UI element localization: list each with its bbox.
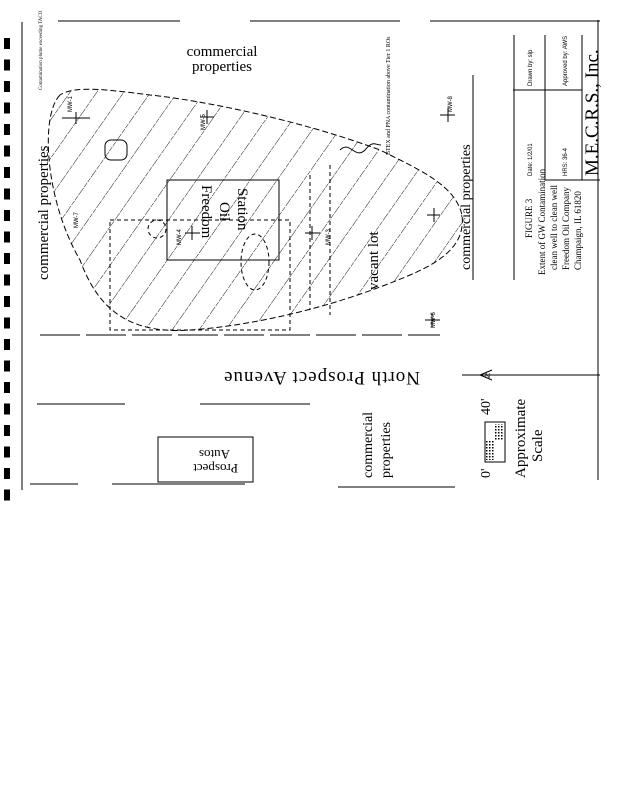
well-label: MW-6 xyxy=(431,311,437,328)
binding-hole xyxy=(4,468,10,479)
left-commercial-label: commercial properties xyxy=(36,145,52,280)
station-label: Station xyxy=(234,188,250,231)
binding-hole xyxy=(4,317,10,329)
figure-title-line: Extent of GW Contamination xyxy=(537,168,547,275)
binding-hole xyxy=(4,231,10,243)
vacant-lot-label: vacant lot xyxy=(366,230,382,290)
scale-forty-label: 40' xyxy=(479,398,494,415)
binding-hole xyxy=(4,382,10,393)
top-commercial-label: properties xyxy=(192,59,252,75)
approximate-scale: 0' 40' Approximate Scale xyxy=(479,398,546,478)
well-marker-icon xyxy=(427,208,440,222)
approved-by-field: Approved by: AWS xyxy=(563,36,569,86)
right-commercial-label: commercial properties xyxy=(459,144,474,270)
binding-hole xyxy=(4,360,10,372)
well-marker-icon xyxy=(185,226,200,240)
figure-title-line: clean well to clean well xyxy=(549,185,559,270)
figure-number: FIGURE 3 xyxy=(524,198,534,238)
binding-hole xyxy=(4,188,10,200)
binding-holes xyxy=(4,38,10,501)
tank-area xyxy=(240,233,270,291)
well-label: MW-5 xyxy=(201,113,207,130)
binding-hole xyxy=(4,489,10,501)
well-label: MW-7 xyxy=(74,211,80,228)
title-block: commercial properties FIGURE 3 Extent of… xyxy=(459,35,603,280)
binding-hole xyxy=(4,296,10,307)
station-label: Oil xyxy=(216,202,232,221)
binding-hole xyxy=(4,38,10,49)
bottom-commercial-label: properties xyxy=(379,422,394,478)
callout-leader xyxy=(339,143,382,154)
autos-label: Autos xyxy=(199,447,230,462)
well-marker-icon xyxy=(425,313,440,327)
well-marker-icon xyxy=(305,226,320,240)
binding-hole xyxy=(4,274,10,286)
scale-zero-label: 0' xyxy=(479,468,494,478)
drawn-by-field: Drawn by: slp xyxy=(528,49,534,86)
date-field: Date: 1/2/01 xyxy=(528,143,534,176)
well-label: MW-3 xyxy=(326,228,332,245)
autos-label: Prospect xyxy=(193,461,238,476)
reference-field: HRS: 36-4 xyxy=(563,147,569,176)
bottom-commercial-label: commercial xyxy=(361,412,376,478)
station-label: Freedom xyxy=(198,185,214,239)
page-frame xyxy=(21,20,600,490)
binding-hole xyxy=(4,253,10,264)
well-marker-icon xyxy=(200,110,214,124)
well-label: MW-4 xyxy=(177,228,183,245)
street-label: North Prospect Avenue xyxy=(223,367,420,388)
binding-hole xyxy=(4,403,10,415)
well-label: MW-1 xyxy=(68,95,74,112)
well-label: MW-8 xyxy=(448,95,454,112)
prospect-autos-building xyxy=(157,436,254,483)
company-name: M.E.C.R.S., Inc. xyxy=(582,49,603,176)
binding-hole xyxy=(4,446,10,458)
callout-note: BTEX and PNA contamination above Tier 1 … xyxy=(386,36,392,155)
scale-label: Scale xyxy=(530,429,546,462)
binding-hole xyxy=(4,145,10,157)
north-arrow-label: N xyxy=(485,373,490,380)
binding-hole xyxy=(4,124,10,135)
binding-hole xyxy=(4,59,10,71)
binding-hole xyxy=(4,167,10,178)
figure-title-line: Freedom Oil Company xyxy=(561,187,571,270)
scale-label: Approximate xyxy=(513,399,529,478)
binding-hole xyxy=(4,81,10,92)
monitoring-wells: MW-1 MW-5 MW-6 MW-8 MW-7 MW-4 MW-3 xyxy=(62,95,455,328)
binding-hole xyxy=(4,425,10,436)
well-marker-icon xyxy=(440,108,455,122)
figure-title-line: Champaign, IL 61820 xyxy=(573,191,583,270)
contamination-plume xyxy=(47,88,463,331)
binding-hole xyxy=(4,339,10,350)
tank-icon xyxy=(104,139,128,161)
binding-hole xyxy=(4,102,10,114)
binding-hole xyxy=(4,210,10,221)
well-marker-icon xyxy=(62,112,90,124)
top-commercial-label: commercial xyxy=(187,44,258,60)
legend-note: Contamination plume exceeding TACO xyxy=(39,10,44,90)
